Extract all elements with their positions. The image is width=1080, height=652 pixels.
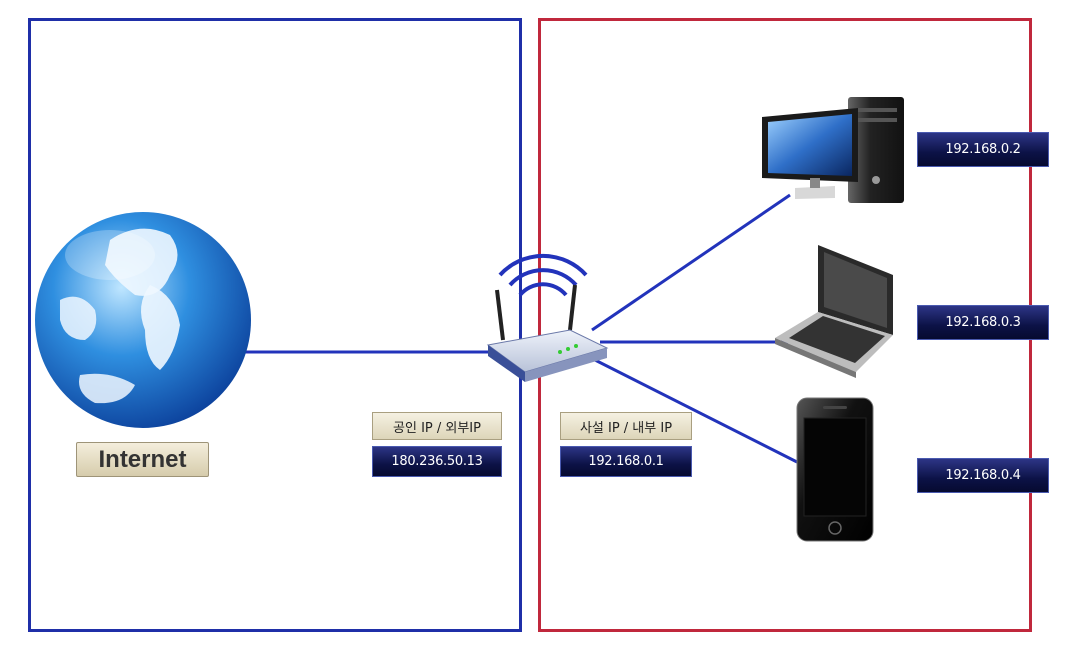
desktop-computer-icon <box>762 97 904 203</box>
router-icon <box>486 253 609 382</box>
phone-ip-label: 192.168.0.4 <box>917 458 1049 493</box>
private-ip-address: 192.168.0.1 <box>560 446 692 477</box>
laptop-ip-text: 192.168.0.3 <box>945 315 1021 330</box>
desktop-ip-label: 192.168.0.2 <box>917 132 1049 167</box>
private-ip-caption-text: 사설 IP / 내부 IP <box>579 420 673 436</box>
internet-label: Internet <box>76 442 209 477</box>
laptop-ip-label: 192.168.0.3 <box>917 305 1049 340</box>
desktop-ip-text: 192.168.0.2 <box>945 142 1021 157</box>
private-ip-address-text: 192.168.0.1 <box>588 454 664 469</box>
globe-icon <box>35 212 251 428</box>
connection-lines <box>245 193 798 464</box>
public-ip-caption: 공인 IP / 외부IP <box>372 412 502 440</box>
link-router-phone <box>594 358 798 464</box>
public-ip-caption-text: 공인 IP / 외부IP <box>393 420 481 436</box>
phone-ip-text: 192.168.0.4 <box>945 468 1021 483</box>
public-ip-address: 180.236.50.13 <box>372 446 502 477</box>
internet-label-text: Internet <box>98 445 187 473</box>
laptop-icon <box>775 245 893 378</box>
link-router-desktop <box>591 193 791 332</box>
private-ip-caption: 사설 IP / 내부 IP <box>560 412 692 440</box>
public-ip-address-text: 180.236.50.13 <box>391 454 483 469</box>
public-network-zone <box>28 18 522 632</box>
smartphone-icon <box>796 397 874 542</box>
